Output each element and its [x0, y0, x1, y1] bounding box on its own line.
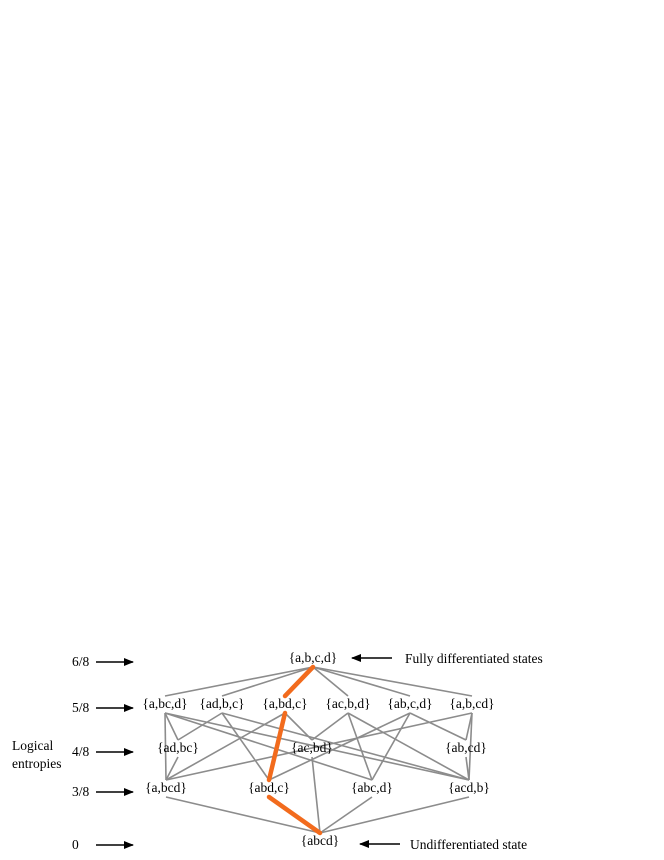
node-ab_cd: {ab,cd} — [445, 740, 487, 755]
edge-abcd_top-ab_c_d — [312, 666, 411, 697]
level-label-l6: 6/8 — [72, 654, 90, 669]
node-ad_b_c: {ad,b,c} — [199, 696, 244, 711]
edge-ad_b_c-ad_bc — [177, 712, 223, 741]
level-label-l0: 0 — [72, 837, 79, 852]
edge-ac_bd-abcd_bottom — [311, 756, 321, 834]
annotation-fully: Fully differentiated states — [405, 651, 543, 666]
node-a_bd_c: {a,bd,c} — [262, 696, 307, 711]
edge-ad_b_c-acd_b — [221, 712, 470, 781]
level-label-l4: 4/8 — [72, 744, 90, 759]
highlight-edge-abd_c-abcd_bottom — [266, 794, 323, 836]
node-ac_bd: {ac,bd} — [291, 740, 333, 755]
edge-acd_b-abcd_bottom — [319, 796, 470, 834]
node-a_b_cd: {a,b,cd} — [449, 696, 494, 711]
edge-ab_c_d-ab_cd — [409, 712, 467, 741]
edge-abcd_top-ad_b_c — [221, 666, 314, 697]
edge-ab_c_d-abd_c — [268, 712, 411, 781]
edge-ac_b_d-abc_d — [347, 712, 373, 781]
node-ac_b_d: {ac,b,d} — [325, 696, 370, 711]
edge-ad_b_c-abd_c — [221, 712, 270, 781]
axis-label-line-1: Logical — [12, 738, 53, 753]
node-abc_d: {abc,d} — [351, 780, 393, 795]
edge-abcd_top-a_b_cd — [312, 666, 473, 697]
edge-abcd_top-ac_b_d — [312, 666, 349, 697]
level-label-l5: 5/8 — [72, 700, 90, 715]
edge-ac_b_d-ac_bd — [311, 712, 349, 741]
edge-ad_bc-a_bcd — [165, 756, 179, 781]
level-labels: 6/8 5/8 4/8 3/8 0 — [72, 654, 134, 852]
edge-ab_cd-acd_b — [465, 756, 470, 781]
axis-label-line-2: entropies — [12, 756, 62, 771]
node-abcd_bottom: {abcd} — [301, 833, 339, 848]
node-ab_c_d: {ab,c,d} — [387, 696, 432, 711]
edge-a_bd_c-ac_bd — [284, 712, 313, 741]
edge-ac_b_d-acd_b — [347, 712, 470, 781]
edge-ab_c_d-abc_d — [371, 712, 411, 781]
edge-a_bc_d-abc_d — [164, 712, 373, 781]
edge-abc_d-abcd_bottom — [319, 796, 373, 834]
node-acd_b: {acd,b} — [448, 780, 490, 795]
edge-a_bc_d-ad_bc — [164, 712, 179, 741]
node-abcd_top: {a,b,c,d} — [289, 650, 338, 665]
node-a_bcd: {a,bcd} — [145, 780, 187, 795]
highlight-edge-abcd_top-a_bd_c — [282, 664, 316, 699]
edge-a_b_cd-acd_b — [468, 712, 473, 781]
edge-a_bc_d-a_bcd — [164, 712, 167, 781]
level-label-l3: 3/8 — [72, 784, 90, 799]
edges-layer — [164, 666, 473, 834]
annotation-undiff: Undifferentiated state — [410, 837, 527, 852]
highlight-edge-a_bd_c-abd_c — [266, 710, 288, 783]
nodes-layer: {a,b,c,d} {a,bc,d} {ad,b,c} {a,bd,c} {ac,b,d… — [142, 650, 494, 848]
highlight-path — [266, 664, 323, 836]
edge-a_b_cd-a_bcd — [165, 712, 473, 781]
node-a_bc_d: {a,bc,d} — [142, 696, 187, 711]
annotations: Fully differentiated statesUndifferentia… — [351, 651, 543, 852]
edge-a_bcd-abcd_bottom — [165, 796, 321, 834]
node-ad_bc: {ad,bc} — [157, 740, 199, 755]
edge-abcd_top-a_bc_d — [164, 666, 314, 697]
node-abd_c: {abd,c} — [248, 780, 290, 795]
edge-a_bd_c-a_bcd — [165, 712, 286, 781]
